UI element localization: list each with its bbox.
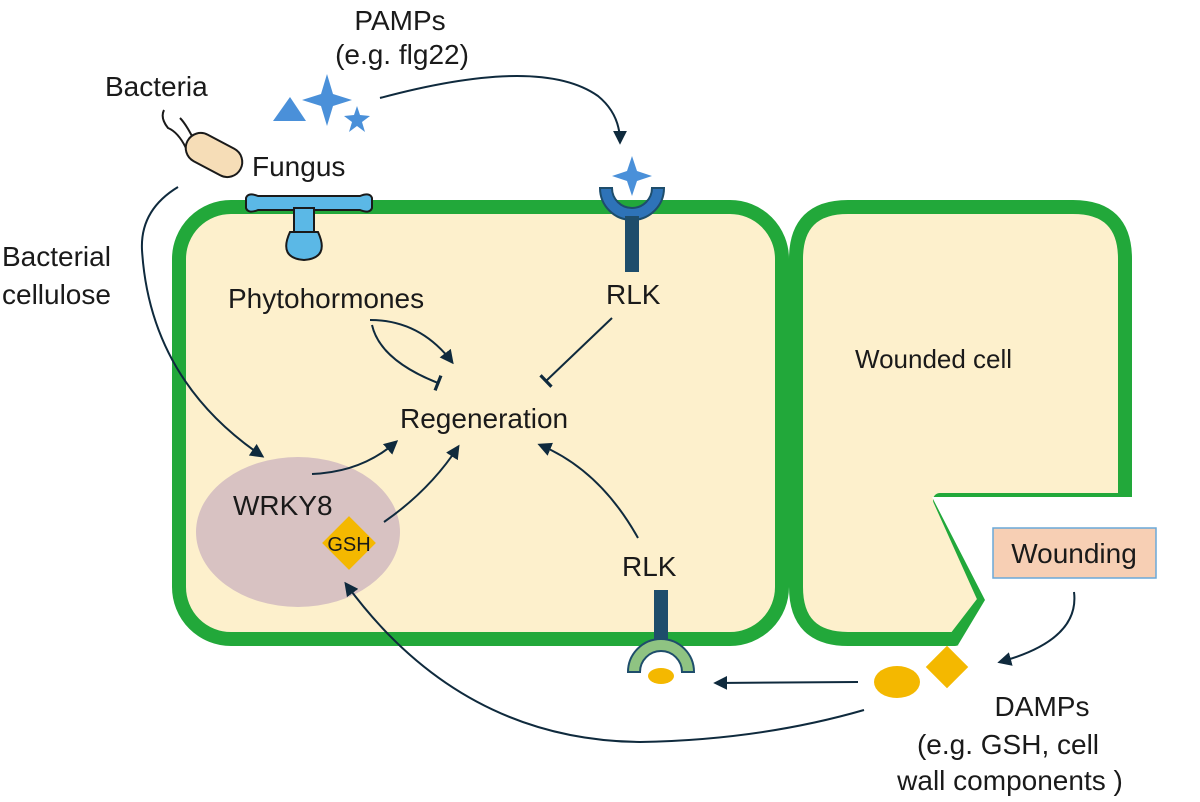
wounding-box — [992, 527, 1157, 579]
bacteria-icon — [161, 109, 244, 179]
fungus-icon — [245, 193, 373, 262]
arrow-phytohormones-activate — [369, 319, 454, 365]
damps-example-label-1: (e.g. GSH, cell — [917, 729, 1099, 760]
gsh-label: GSH — [327, 534, 370, 556]
arrow-gsh-to-regeneration — [383, 444, 460, 523]
inhibit-phytohormones — [371, 324, 443, 392]
pamps-example-label: (e.g. flg22) — [335, 39, 469, 70]
damps-icon — [874, 645, 969, 698]
arrow-cellulose-to-wrky8 — [140, 186, 265, 458]
wrky8-label: WRKY8 — [233, 490, 333, 521]
phytohormones-label: Phytohormones — [228, 283, 424, 314]
wounded-cell — [789, 200, 1132, 646]
inhibit-rlk-top — [539, 317, 613, 388]
arrow-wrky8-to-regeneration — [311, 440, 399, 475]
fungus-label: Fungus — [252, 151, 345, 182]
regeneration-label: Regeneration — [400, 403, 568, 434]
pamps-label: PAMPs — [354, 5, 445, 36]
arrow-damps-to-gsh — [344, 581, 865, 744]
wounded-cell-label: Wounded cell — [855, 344, 1012, 374]
nucleus — [196, 457, 400, 607]
rlk-top-label: RLK — [606, 279, 661, 310]
damps-label: DAMPs — [995, 691, 1090, 722]
damps-example-label-2: wall components ) — [896, 765, 1123, 796]
rlk-receptor-bottom — [626, 590, 696, 684]
rlk-bottom-label: RLK — [622, 551, 677, 582]
arrow-pamps-to-rlk — [379, 75, 627, 145]
arrow-damps-to-rlk — [713, 675, 859, 690]
bacterial-cellulose-label-2: cellulose — [2, 279, 111, 310]
rlk-receptor-top — [598, 156, 666, 272]
bacterial-cellulose-label-1: Bacterial — [2, 241, 111, 272]
arrow-rlk-bottom-to-regeneration — [537, 442, 639, 539]
wounding-label: Wounding — [1011, 538, 1137, 569]
arrow-wounding-to-damps — [997, 591, 1076, 666]
bacteria-label: Bacteria — [105, 71, 208, 102]
pamps-icon — [273, 74, 370, 132]
